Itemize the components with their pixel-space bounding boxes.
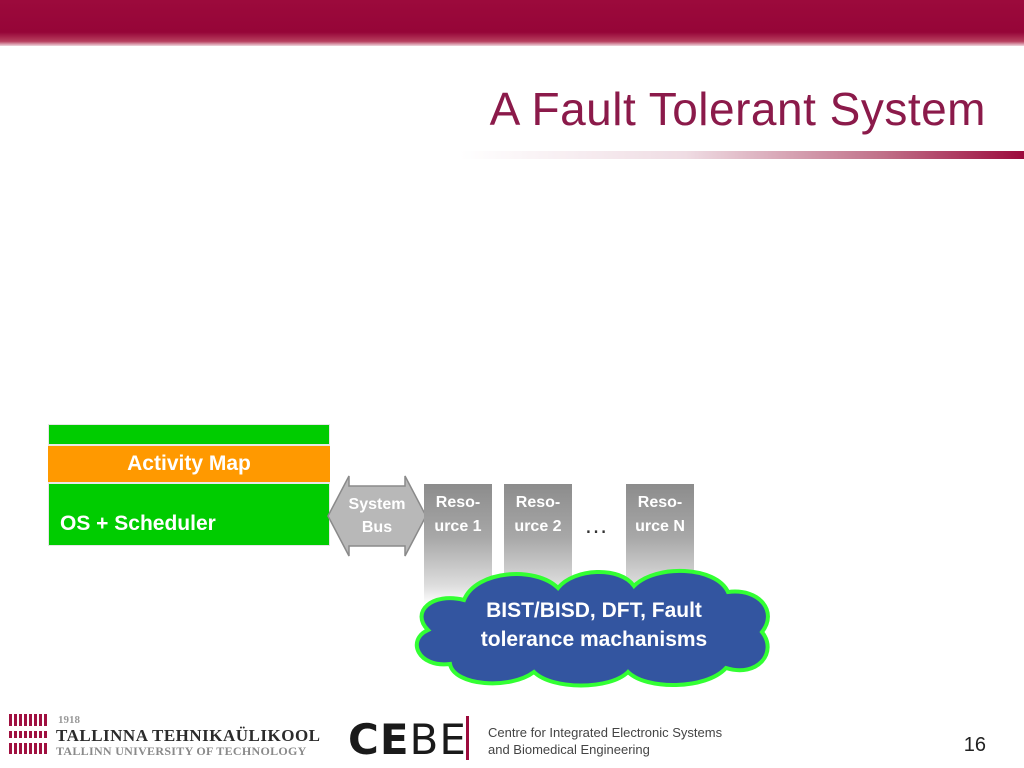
ttu-name-english: TALLINN UNIVERSITY OF TECHNOLOGY [56, 744, 307, 758]
resource-2-line2: urce 2 [514, 518, 562, 535]
ttu-founding-year: 1918 [58, 714, 80, 726]
ttu-logo-icon [8, 714, 48, 754]
resource-2-label: Reso- urce 2 [504, 491, 572, 539]
resource-1-label: Reso- urce 1 [424, 491, 492, 539]
fault-tolerance-cloud [415, 568, 770, 688]
activity-map-block: Activity Map [48, 444, 330, 484]
resource-2-line1: Reso- [515, 494, 561, 511]
os-scheduler-label: OS + Scheduler [60, 512, 216, 535]
cebe-logo-part1: CE [348, 715, 410, 764]
resource-n-line2: urce N [635, 518, 685, 535]
resource-n-line1: Reso- [637, 494, 683, 511]
cloud-label-line2: tolerance machanisms [480, 628, 708, 651]
resource-1-line2: urce 1 [434, 518, 482, 535]
cebe-name-line2: and Biomedical Engineering [488, 742, 650, 757]
system-bus-label: System Bus [334, 493, 420, 539]
cloud-label-line1: BIST/BISD, DFT, Fault [486, 599, 702, 622]
ttu-name-estonian: TALLINNA TEHNIKAÜLIKOOL [56, 726, 321, 745]
slide-title: A Fault Tolerant System [489, 83, 986, 135]
title-underline [460, 151, 1024, 159]
resources-ellipsis: … [584, 512, 609, 539]
cloud-shape [415, 568, 770, 688]
header-bar [0, 0, 1024, 46]
activity-map-label: Activity Map [127, 452, 251, 475]
cebe-divider [466, 716, 469, 760]
cebe-name-line1: Centre for Integrated Electronic Systems [488, 725, 723, 740]
cebe-logo-part2: BE [409, 715, 467, 764]
bus-label-line1: System [348, 496, 406, 513]
page-number: 16 [963, 734, 986, 756]
bus-label-line2: Bus [361, 519, 393, 536]
resource-n-label: Reso- urce N [626, 491, 694, 539]
cebe-logo: CEBE [348, 716, 467, 764]
cloud-label: BIST/BISD, DFT, Fault tolerance machanis… [418, 596, 770, 654]
resource-1-line1: Reso- [435, 494, 481, 511]
